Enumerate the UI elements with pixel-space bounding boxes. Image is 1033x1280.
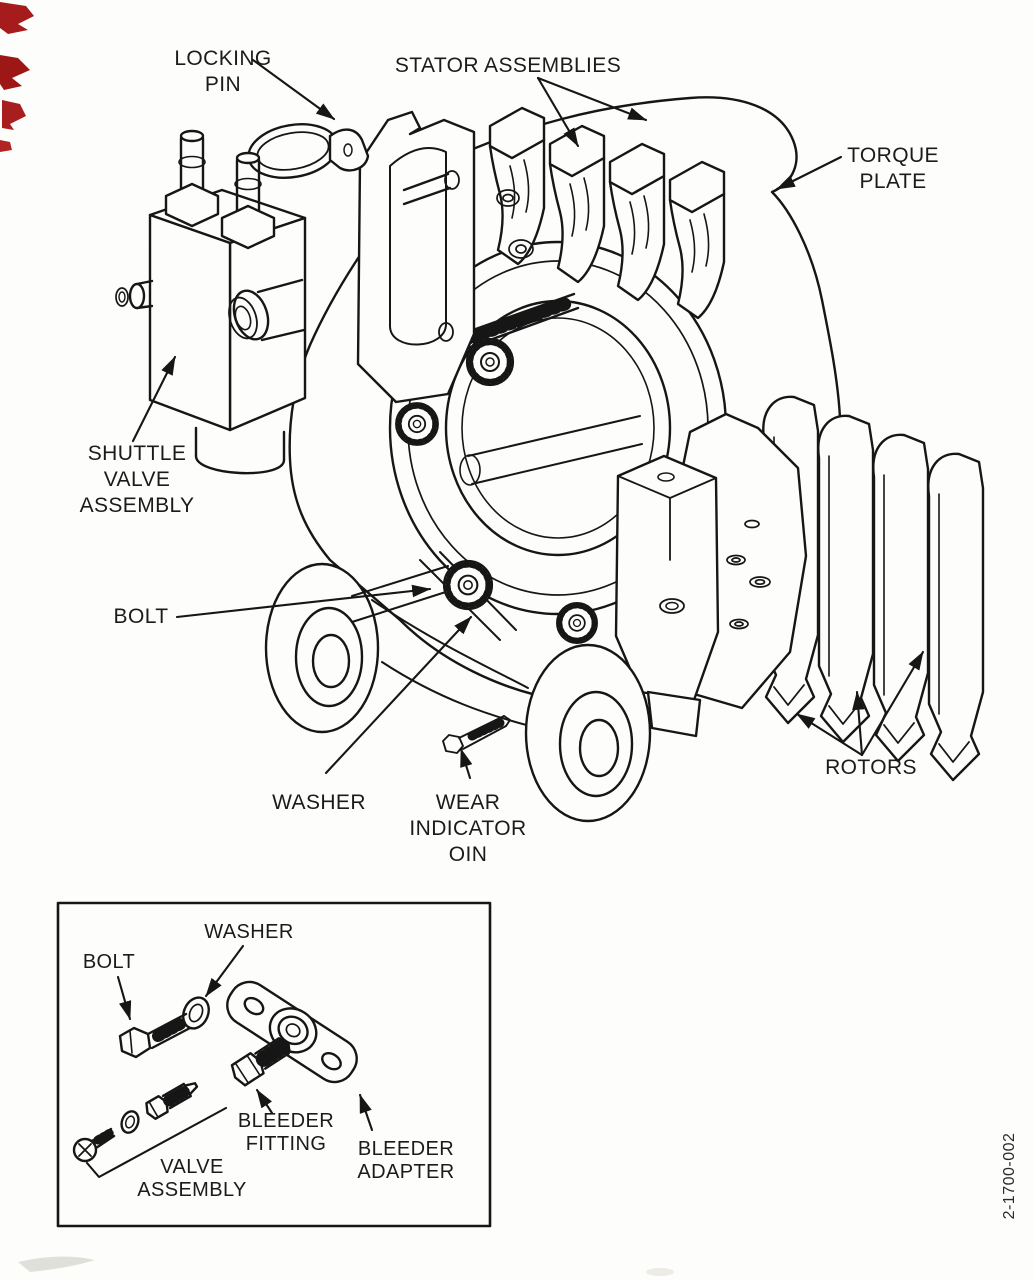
label-washer: WASHER xyxy=(272,791,366,814)
figure-part-number: 2-1700-002 xyxy=(1001,1132,1018,1220)
label-bolt: BOLT xyxy=(113,605,169,628)
inset-label-washer: WASHER xyxy=(204,921,294,943)
inset-label-valve-assembly: VALVE ASSEMBLY xyxy=(137,1156,247,1201)
inset-adapter-art xyxy=(226,980,358,1084)
inset-box xyxy=(56,901,492,1228)
label-locking-pin: LOCKING PIN xyxy=(174,47,272,96)
bracket-art xyxy=(356,110,476,404)
inset-label-bleeder-fitting: BLEEDER FITTING xyxy=(237,1110,335,1155)
plate-face-holes xyxy=(496,189,534,259)
inset-label-bolt: BOLT xyxy=(82,951,136,973)
cylinder-bosses-art xyxy=(264,551,652,823)
wear-indicator-pin-art xyxy=(442,715,511,754)
anchor-block-art xyxy=(614,454,720,738)
label-stator-assemblies: STATOR ASSEMBLIES xyxy=(394,54,622,77)
label-torque-plate: TORQUE PLATE xyxy=(847,144,939,193)
inset-label-bleeder-adapter: BLEEDER ADAPTER xyxy=(357,1138,455,1183)
inset-valve-art xyxy=(72,1082,199,1163)
locking-pin-art xyxy=(247,123,370,179)
scan-artifacts xyxy=(0,2,674,1276)
inset-washer-art xyxy=(182,996,210,1030)
leader-arrows xyxy=(131,58,925,780)
inset-bolt-art xyxy=(118,1012,192,1059)
label-shuttle-valve: SHUTTLE VALVE ASSEMBLY xyxy=(79,442,195,517)
shuttle-valve-art xyxy=(115,129,307,475)
inset-leaders xyxy=(85,944,374,1179)
label-wear-indicator: WEAR INDICATOR OIN xyxy=(409,791,527,866)
label-rotors: ROTORS xyxy=(825,756,917,779)
inset-fitting-art xyxy=(230,1037,291,1087)
